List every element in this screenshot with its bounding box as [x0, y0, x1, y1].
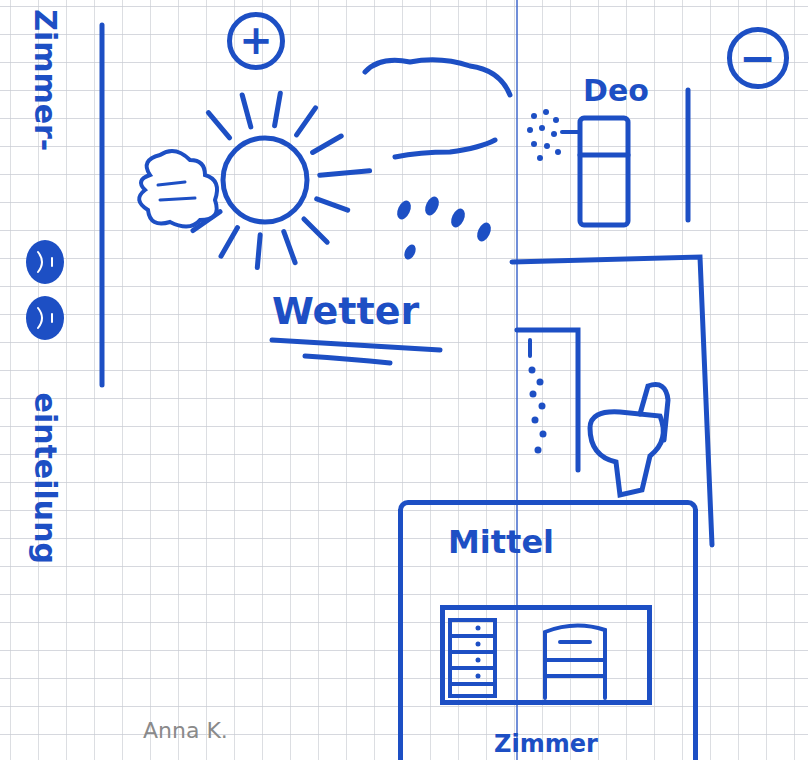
section-label: Wetter	[272, 290, 419, 334]
room-box: Zimmer Mittel	[398, 500, 698, 760]
toilet-symbol	[590, 385, 668, 495]
frame-outline	[440, 605, 652, 705]
dresser-symbol	[450, 620, 495, 696]
sun-symbol	[193, 93, 370, 267]
cloud-outline	[365, 60, 510, 95]
plus-symbol: +	[227, 12, 285, 70]
item-label: Deo	[583, 74, 649, 109]
raindrops	[394, 194, 493, 261]
underline	[272, 340, 440, 350]
heading-rule	[100, 25, 105, 385]
heading-text: Zimmer-	[28, 9, 63, 151]
underline	[305, 356, 390, 363]
cloud-outline	[395, 140, 495, 157]
divider-line	[686, 90, 691, 220]
chair-symbol	[545, 625, 605, 698]
face-symbols	[26, 240, 64, 340]
node-text: −	[739, 34, 776, 82]
minus-symbol: −	[727, 27, 789, 89]
heading-text: einteilung	[28, 392, 63, 563]
cloud-symbol	[139, 151, 217, 227]
room-frame: Zimmer	[440, 605, 652, 760]
node-text: Mittel	[448, 525, 554, 560]
deodorant-can	[527, 109, 628, 225]
node-text: +	[239, 19, 273, 62]
author-name: Anna K.	[143, 718, 228, 743]
node-text: Zimmer	[440, 732, 652, 758]
center-line	[516, 0, 518, 760]
